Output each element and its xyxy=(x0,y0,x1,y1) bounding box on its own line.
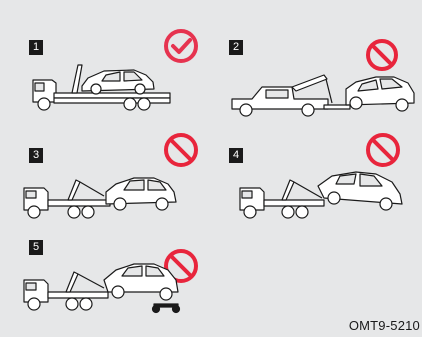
wheel-lift-illustration xyxy=(228,65,418,125)
front-lift-illustration xyxy=(236,168,411,220)
figure-code: OMT9-5210 xyxy=(349,318,420,333)
prohibited-icon xyxy=(365,132,401,168)
prohibited-icon xyxy=(163,132,199,168)
flatbed-truck-illustration xyxy=(30,55,180,115)
item-3-number: 3 xyxy=(29,148,43,163)
item-1-number: 1 xyxy=(29,40,43,55)
rear-lift-illustration xyxy=(20,170,190,220)
item-4-number: 4 xyxy=(229,148,243,163)
item-5-number: 5 xyxy=(29,240,43,255)
dolly-tow-illustration xyxy=(20,258,190,316)
item-2-number: 2 xyxy=(229,40,243,55)
